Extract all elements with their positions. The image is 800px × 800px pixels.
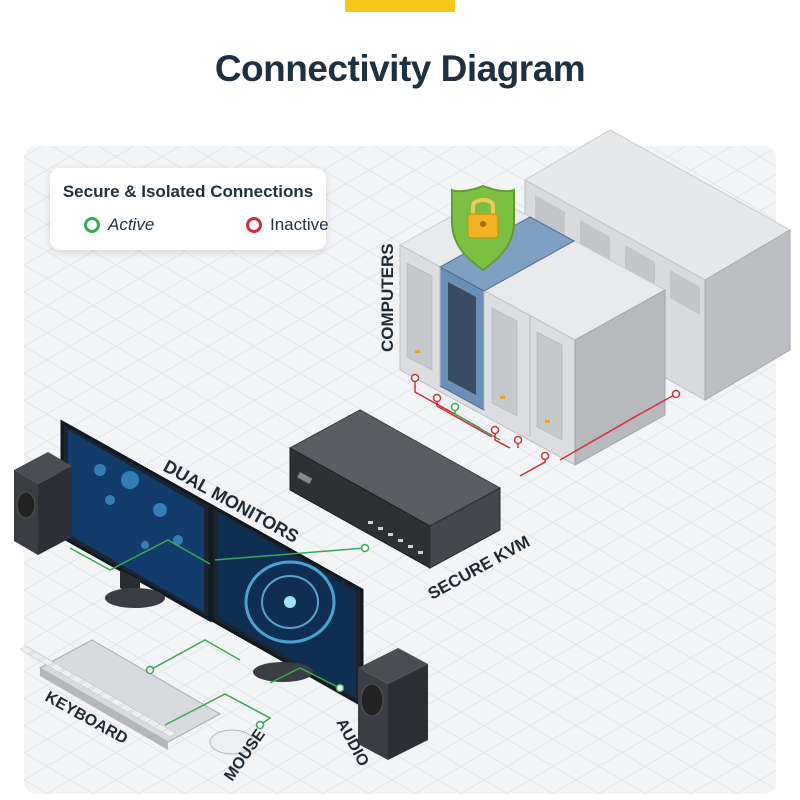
- keyboard-key: [39, 657, 55, 667]
- keyboard-key: [59, 669, 75, 678]
- accent-bar: [345, 0, 455, 12]
- keyboard: [19, 639, 222, 750]
- keyboard-key: [29, 651, 45, 661]
- legend-inactive-label: Inactive: [270, 215, 329, 234]
- server-rack-front: [398, 194, 667, 466]
- legend-card: Secure & Isolated Connections Active Ina…: [50, 168, 329, 250]
- legend-active-label: Active: [108, 215, 155, 234]
- legend-item-inactive: Inactive: [246, 215, 329, 235]
- monitor-left: [60, 419, 212, 623]
- keyboard-key: [119, 704, 135, 713]
- legend-item-active: Active: [84, 215, 154, 235]
- keyboard-key: [69, 675, 85, 684]
- inactive-dot-icon: [246, 217, 262, 233]
- kvm-switch: [288, 409, 502, 569]
- peripheral-cables: [69, 539, 370, 730]
- keyboard-key: [109, 698, 125, 707]
- keyboard-key: [49, 663, 65, 672]
- label-computers: COMPUTERS: [378, 243, 397, 352]
- page-title: Connectivity Diagram: [214, 48, 586, 89]
- keyboard-key: [99, 692, 115, 701]
- keyboard-key: [129, 709, 145, 719]
- legend-title: Secure & Isolated Connections: [62, 182, 314, 201]
- keyboard-key: [89, 686, 105, 696]
- active-dot-icon: [84, 217, 100, 233]
- speaker-left: [14, 452, 72, 555]
- shield-lock-icon: [451, 184, 515, 272]
- speaker-right: [358, 648, 428, 760]
- keyboard-key: [79, 680, 95, 690]
- server-cables: [410, 373, 681, 477]
- mouse: [209, 729, 255, 755]
- keyboard-key: [19, 646, 35, 655]
